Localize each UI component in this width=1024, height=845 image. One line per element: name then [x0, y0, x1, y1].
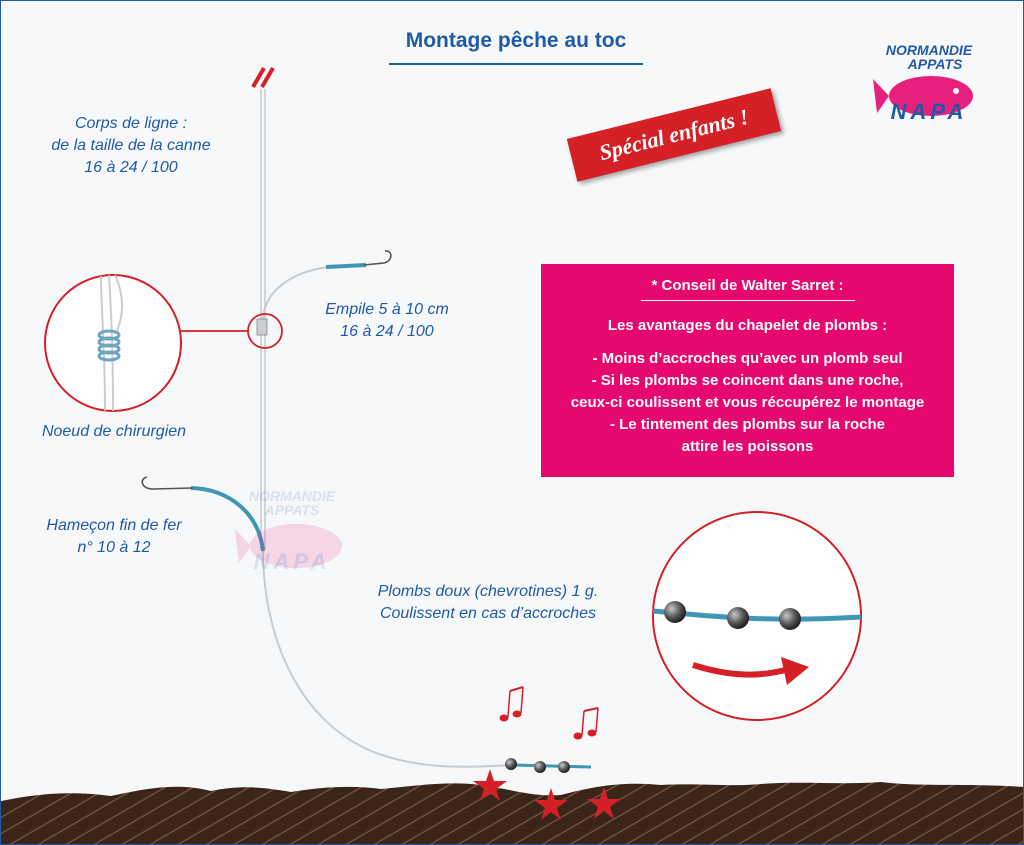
music-notes — [499, 686, 599, 740]
page-title: Montage pêche au toc — [405, 29, 627, 52]
label-line-body: Corps de ligne : de la taille de la cann… — [51, 115, 211, 176]
seabed — [1, 782, 1023, 844]
title-underline — [389, 63, 643, 65]
logo-line-2: APPATS — [907, 56, 963, 72]
knot-zoom — [44, 274, 182, 412]
advice-box: * Conseil de Walter Sarret : Les avantag… — [541, 264, 954, 477]
label-knot: Noeud de chirurgien — [41, 423, 187, 440]
advice-heading: * Conseil de Walter Sarret : — [651, 277, 844, 294]
impact-stars — [473, 769, 621, 820]
label-weights: Plombs doux (chevrotines) 1 g. Coulissen… — [377, 583, 599, 622]
advice-line: - Le tintement des plombs sur la roche — [609, 416, 886, 433]
lead-zoom — [652, 511, 862, 721]
label-hook: Hameçon fin de fer n° 10 à 12 — [46, 517, 182, 556]
hook-branch — [141, 476, 265, 552]
advice-divider — [640, 300, 855, 301]
advice-subheading: Les avantages du chapelet de plombs : — [607, 317, 888, 334]
normandie-appats-logo: NORMANDIE APPATS NAPA — [881, 43, 977, 123]
knot-marker — [256, 318, 268, 336]
advice-line: - Moins d’accroches qu’avec un plomb seu… — [592, 350, 903, 367]
logo-line-3: NAPA — [890, 99, 968, 124]
advice-line: ceux-ci coulissent et vous réccupérez le… — [570, 394, 925, 411]
watermark-line-3: NAPA — [253, 549, 331, 574]
watermark-fish-icon — [235, 524, 342, 568]
logo-watermark: NORMANDIE APPATS NAPA — [237, 489, 347, 573]
advice-line: - Si les plombs se coincent dans une roc… — [591, 372, 904, 389]
label-snood: Empile 5 à 10 cm 16 à 24 / 100 — [325, 301, 449, 340]
advice-lines: - Moins d’accroches qu’avec un plomb seu… — [541, 348, 954, 458]
snood — [262, 250, 392, 320]
logo-line-1: NORMANDIE — [885, 42, 973, 58]
logo-fish-icon — [873, 76, 973, 116]
watermark-line-1: NORMANDIE — [248, 488, 336, 504]
advice-line: attire les poissons — [681, 438, 814, 455]
lead-shots — [505, 758, 570, 773]
watermark-line-2: APPATS — [264, 502, 320, 518]
rod-tip-marks — [251, 66, 275, 89]
